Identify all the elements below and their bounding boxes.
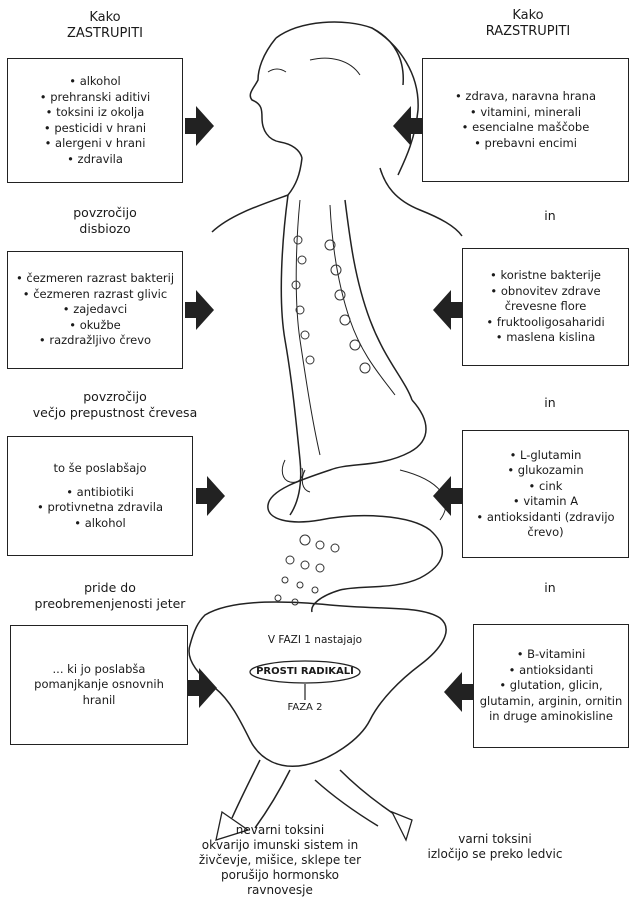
- poison-item: alkohol: [8, 74, 182, 90]
- bottom-left-line: nevarni toksini: [185, 823, 375, 838]
- support-item: antioksidanti: [474, 663, 628, 679]
- right-box-gut-repair: L-glutamin glukozamin cink vitamin A ant…: [462, 430, 629, 558]
- dysbiosis-item: razdražljivo črevo: [8, 333, 182, 349]
- connector-line: povzročijo: [20, 389, 210, 405]
- arrow-right-4: [444, 672, 473, 712]
- left-header-line2: ZASTRUPITI: [50, 26, 160, 42]
- support-item: B-vitamini: [474, 647, 628, 663]
- healthy-item: zdrava, naravna hrana: [423, 89, 628, 105]
- healthy-item: prebavni encimi: [423, 136, 628, 152]
- repair-item: cink: [463, 479, 628, 495]
- liver: [189, 602, 446, 766]
- left-box-poisons: alkohol prehranski aditivi toksini iz ok…: [7, 58, 183, 183]
- arrow-left-4: [188, 668, 217, 708]
- right-box-healthy: zdrava, naravna hrana vitamini, minerali…: [422, 58, 629, 182]
- healthy-item: vitamini, minerali: [423, 105, 628, 121]
- right-connector-2: in: [530, 395, 570, 411]
- flora-item: fruktooligosaharidi: [463, 315, 628, 331]
- left-connector-2: povzročijo večjo prepustnost črevesa: [20, 389, 210, 421]
- right-box-flora: koristne bakterije obnovitev zdrave črev…: [462, 248, 629, 366]
- face-profile: [250, 38, 302, 158]
- lower-channel-right: [340, 770, 400, 818]
- bottom-left-line: živčevje, mišice, sklepe ter: [185, 853, 375, 868]
- head-outline: [276, 22, 403, 85]
- worsen-item: antibiotiki: [8, 485, 192, 501]
- arrow-left-2: [185, 290, 214, 330]
- flora-item: maslena kislina: [463, 330, 628, 346]
- repair-item: antioksidanti (zdravijo črevo): [463, 510, 628, 541]
- flora-item: obnovitev zdrave črevesne flore: [463, 284, 628, 315]
- worsen-item: alkohol: [8, 516, 192, 532]
- phase-1-label: V FAZI 1 nastajajo: [240, 633, 390, 648]
- repair-item: vitamin A: [463, 494, 628, 510]
- right-header-line2: RAZSTRUPITI: [468, 24, 588, 40]
- phase-2-label: FAZA 2: [270, 700, 340, 715]
- bottom-right-line: izločijo se preko ledvic: [405, 847, 585, 862]
- dangerous-toxins-text: nevarni toksini okvarijo imunski sistem …: [185, 823, 375, 898]
- gut-outer-left: [281, 195, 300, 515]
- flora-item: koristne bakterije: [463, 268, 628, 284]
- poison-item: toksini iz okolja: [8, 105, 182, 121]
- connector-line: večjo prepustnost črevesa: [20, 405, 210, 421]
- left-box-liver: ... ki jo poslabša pomanjkanje osnovnih …: [10, 625, 188, 745]
- repair-item: glukozamin: [463, 463, 628, 479]
- right-box-liver-support: B-vitamini antioksidanti glutation, glic…: [473, 624, 629, 748]
- worsen-item: protivnetna zdravila: [8, 500, 192, 516]
- gut-outer-right: [345, 200, 412, 400]
- left-box-worsen: to še poslabšajo antibiotiki protivnetna…: [7, 436, 193, 556]
- connector-line: povzročijo: [40, 205, 170, 221]
- left-header: Kako ZASTRUPITI: [50, 10, 160, 42]
- healthy-item: esencialne maščobe: [423, 120, 628, 136]
- dysbiosis-item: okužbe: [8, 318, 182, 334]
- right-connector-3: in: [530, 580, 570, 596]
- right-header: Kako RAZSTRUPITI: [468, 8, 588, 40]
- bottom-left-line: okvarijo imunski sistem in: [185, 838, 375, 853]
- arrow-left-1: [185, 106, 214, 146]
- arrow-right-3: [433, 476, 462, 516]
- connector-line: pride do: [20, 580, 200, 596]
- left-connector-1: povzročijo disbiozo: [40, 205, 170, 237]
- right-header-line1: Kako: [468, 8, 588, 24]
- arrow-left-3: [196, 476, 225, 516]
- worsen-intro: to še poslabšajo: [8, 461, 192, 477]
- arrow-right-2: [433, 290, 462, 330]
- dysbiosis-item: čezmeren razrast bakterij: [8, 271, 182, 287]
- dysbiosis-item: čezmeren razrast glivic: [8, 287, 182, 303]
- connector-line: disbiozo: [40, 221, 170, 237]
- bottom-left-line: ravnovesje: [185, 883, 375, 898]
- left-header-line1: Kako: [50, 10, 160, 26]
- neck: [212, 158, 302, 232]
- liver-box-line: hranil: [11, 693, 187, 709]
- hair: [372, 28, 418, 175]
- repair-item: L-glutamin: [463, 448, 628, 464]
- support-item: glutation, glicin, glutamin, arginin, or…: [474, 678, 628, 725]
- safe-toxins-text: varni toksini izločijo se preko ledvic: [405, 832, 585, 862]
- lower-channel-left: [232, 760, 260, 818]
- poison-item: prehranski aditivi: [8, 90, 182, 106]
- bottom-right-line: varni toksini: [405, 832, 585, 847]
- liver-box-line: ... ki jo poslabša: [11, 662, 187, 678]
- free-radicals-label: PROSTI RADIKALI: [250, 664, 360, 679]
- bottom-left-line: porušijo hormonsko: [185, 868, 375, 883]
- right-connector-1: in: [530, 208, 570, 224]
- left-connector-3: pride do preobremenjenosti jeter: [20, 580, 200, 612]
- connector-line: preobremenjenosti jeter: [20, 596, 200, 612]
- liver-box-line: pomanjkanje osnovnih: [11, 677, 187, 693]
- left-box-dysbiosis: čezmeren razrast bakterij čezmeren razra…: [7, 251, 183, 369]
- poison-item: alergeni v hrani: [8, 136, 182, 152]
- poison-item: zdravila: [8, 152, 182, 168]
- dysbiosis-item: zajedavci: [8, 302, 182, 318]
- poison-item: pesticidi v hrani: [8, 121, 182, 137]
